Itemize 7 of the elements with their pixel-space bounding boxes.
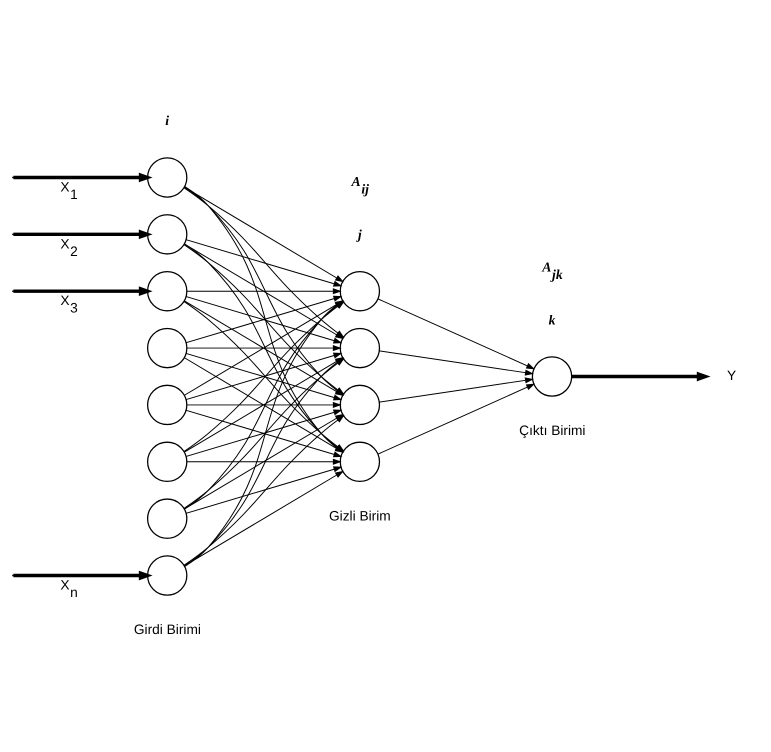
label: j [358, 226, 362, 242]
node-text: Y [727, 368, 736, 383]
label: Gizli Birim [328, 508, 391, 523]
label: Çıktı Birimi [519, 422, 586, 438]
label: Girdi Birimi [134, 622, 201, 637]
label: k [548, 312, 556, 327]
label: i [165, 112, 170, 128]
